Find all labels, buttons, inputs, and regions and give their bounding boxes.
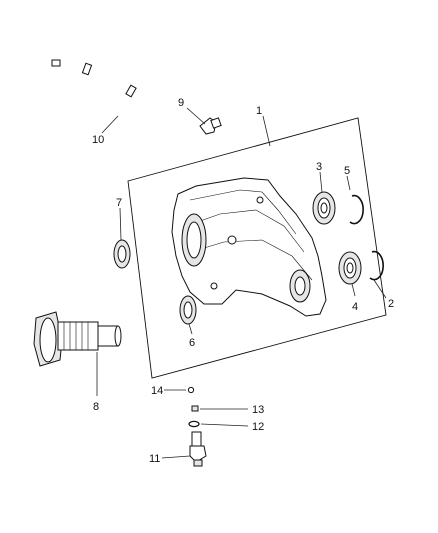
bearing-lower [338, 251, 362, 285]
callout-12: 12 [252, 421, 264, 433]
o-ring [188, 420, 200, 428]
callout-5: 5 [344, 165, 350, 177]
plug [191, 405, 199, 412]
callout-8: 8 [93, 401, 99, 413]
assembly-frame [127, 117, 387, 379]
seal-side [113, 239, 131, 269]
callout-3: 3 [316, 161, 322, 173]
callout-1: 1 [256, 105, 262, 117]
snap-ring-upper [349, 194, 364, 225]
callout-11: 11 [149, 453, 160, 465]
callout-2: 2 [388, 298, 394, 310]
vent-hose [51, 59, 185, 129]
seal-front [179, 295, 197, 325]
vent-fitting [199, 117, 222, 135]
leader-lines [96, 107, 387, 459]
check-ball [187, 386, 195, 394]
callout-6: 6 [189, 337, 195, 349]
callouts: 1 2 3 4 5 6 7 8 9 10 11 12 13 14 [92, 97, 394, 465]
callout-4: 4 [352, 301, 358, 313]
callout-7: 7 [116, 197, 122, 209]
callout-9: 9 [178, 97, 184, 109]
snap-ring-lower [369, 250, 384, 281]
callout-13: 13 [252, 404, 264, 416]
transfer-case-housing [171, 177, 327, 317]
callout-14: 14 [151, 385, 163, 397]
bearing-upper [312, 191, 336, 225]
sensor [189, 431, 207, 467]
output-shaft [33, 311, 122, 367]
callout-10: 10 [92, 134, 104, 146]
